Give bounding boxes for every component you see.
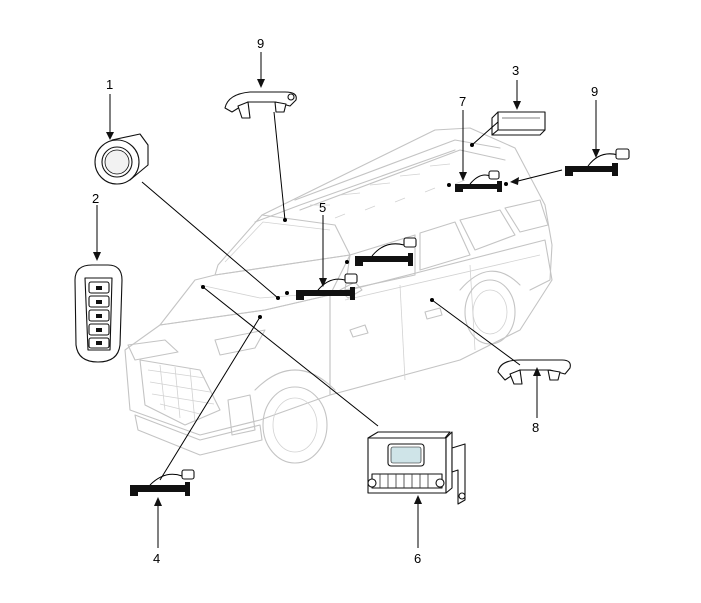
door-handle-part-9a <box>224 91 297 119</box>
leader-lines <box>93 52 600 548</box>
antenna-part-7 <box>455 170 502 192</box>
door-handle-part-8 <box>497 359 571 385</box>
callout-1: 1 <box>106 77 113 92</box>
callout-9-rear: 9 <box>591 84 598 99</box>
callout-2: 2 <box>92 191 99 206</box>
vehicle-outline <box>124 127 553 464</box>
callout-4: 4 <box>153 551 160 566</box>
antenna-module-part <box>491 111 546 136</box>
antenna-part-4 <box>130 469 195 496</box>
callout-3: 3 <box>512 63 519 78</box>
antenna-part-9b <box>565 148 630 176</box>
callout-7: 7 <box>459 94 466 109</box>
callout-8: 8 <box>532 420 539 435</box>
smart-key-unit-part <box>367 431 466 505</box>
callout-6: 6 <box>414 551 421 566</box>
callout-numbers: 1 2 3 4 5 6 7 8 9 9 <box>92 36 598 566</box>
start-stop-button-part <box>94 133 149 185</box>
callout-9-front: 9 <box>257 36 264 51</box>
callout-5: 5 <box>319 200 326 215</box>
antenna-part-5 <box>296 237 417 300</box>
smart-key-fob-part <box>74 264 123 363</box>
